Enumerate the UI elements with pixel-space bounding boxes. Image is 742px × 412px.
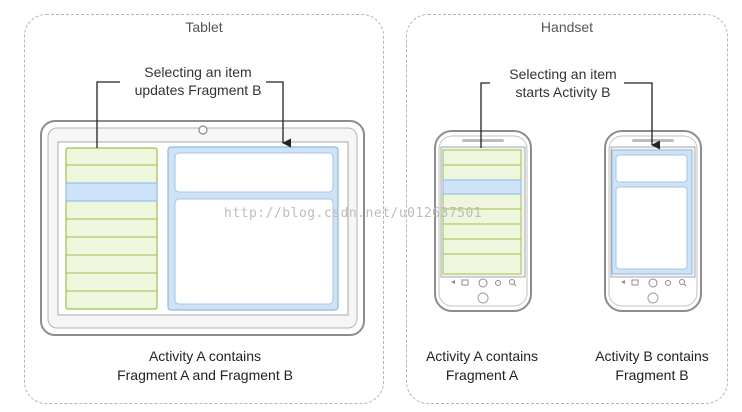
handset-b-caption-line-1: Activity B contains (595, 348, 709, 364)
tablet-caption-line-2: Fragment A and Fragment B (117, 367, 293, 383)
handset-callout-line-1: Selecting an item (509, 66, 617, 82)
tablet-fragment-b (167, 146, 339, 311)
handset-selected-item (442, 179, 522, 195)
tablet-caption-line-1: Activity A contains (148, 348, 262, 364)
watermark-text: http://blog.csdn.net/u012637501 (224, 206, 483, 221)
handset-callout-line-2: starts Activity B (515, 84, 611, 100)
handset-panel (406, 14, 728, 404)
handset-b-caption: Activity B contains Fragment B (582, 347, 722, 385)
tablet-panel (24, 14, 384, 404)
handset-a-caption: Activity A contains Fragment A (412, 347, 552, 385)
handset-b-device (604, 82, 702, 312)
handset-b-caption-line-2: Fragment B (615, 367, 689, 383)
tablet-selected-item (65, 182, 158, 202)
tablet-title: Tablet (185, 19, 223, 35)
handset-a-caption-line-2: Fragment A (445, 367, 519, 383)
tablet-callout-line-1: Selecting an item (144, 64, 252, 80)
speaker-icon (632, 139, 674, 142)
tablet-device (40, 81, 365, 336)
tablet-callout: Selecting an item updates Fragment B (108, 63, 288, 99)
handset-callout: Selecting an item starts Activity B (478, 65, 648, 101)
handset-a-nav-buttons (451, 278, 517, 304)
speaker-icon (462, 139, 504, 142)
tablet-fragment-a-list (65, 147, 158, 310)
handset-a-caption-line-1: Activity A contains (425, 348, 539, 364)
handset-a-device (434, 82, 532, 312)
tablet-callout-line-2: updates Fragment B (134, 82, 262, 98)
camera-icon (198, 125, 208, 135)
handset-b-nav-buttons (621, 278, 687, 304)
handset-title: Handset (540, 19, 594, 35)
tablet-caption: Activity A contains Fragment A and Fragm… (60, 347, 350, 385)
